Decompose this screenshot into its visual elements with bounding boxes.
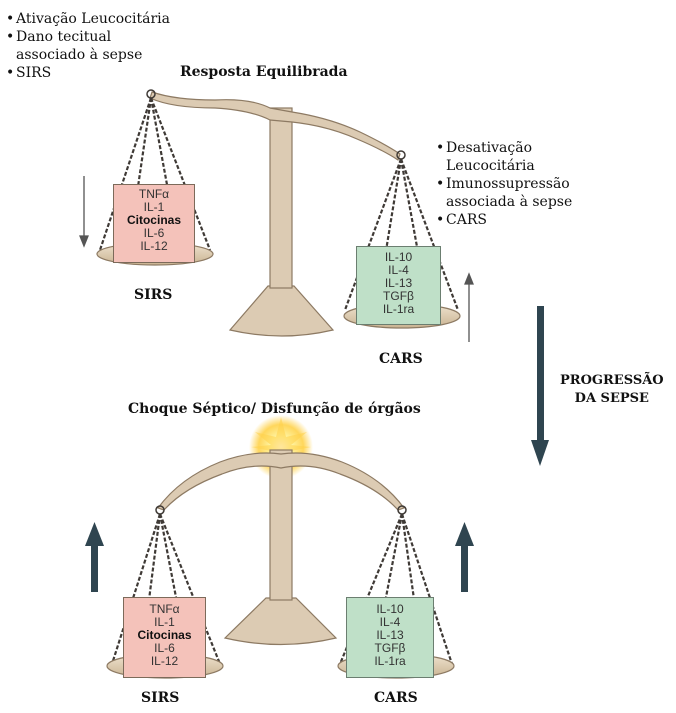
note-item: CARS: [436, 211, 606, 229]
top-sirs-label: SIRS: [134, 287, 172, 303]
progression-label: PROGRESSÃO DA SEPSE: [560, 372, 664, 408]
bottom-title: Choque Séptico/ Disfunção de órgãos: [128, 401, 421, 417]
top-right-up-arrow: [465, 274, 473, 342]
progression-line: PROGRESSÃO: [560, 372, 664, 390]
top-scale-base: [230, 286, 333, 336]
top-cars-label: CARS: [379, 351, 423, 367]
top-cars-cytokine-box: IL-10 IL-4 IL-13 TGFβ IL-1ra: [356, 246, 441, 325]
note-item-continuation: Leucocitária: [436, 157, 606, 175]
note-item: Ativação Leucocitária: [6, 10, 176, 28]
bottom-sirs-label: SIRS: [141, 690, 179, 706]
bottom-left-up-arrow: [85, 522, 104, 592]
bottom-right-up-arrow: [455, 522, 474, 592]
top-left-notes: Ativação Leucocitária Dano tecitual asso…: [6, 10, 176, 82]
top-sirs-cytokine-box: TNFα IL-1 Citocinas IL-6 IL-12: [113, 184, 195, 263]
bottom-scale-base: [225, 598, 336, 645]
note-item: Desativação: [436, 139, 606, 157]
bottom-sirs-cytokine-box: TNFα IL-1 Citocinas IL-6 IL-12: [123, 597, 206, 678]
bottom-cars-cytokine-box: IL-10 IL-4 IL-13 TGFβ IL-1ra: [346, 597, 434, 678]
top-right-notes: Desativação Leucocitária Imunossupressão…: [436, 139, 606, 229]
progression-line: DA SEPSE: [560, 390, 664, 408]
bottom-cars-label: CARS: [374, 690, 418, 706]
top-scale-pillar: [270, 108, 292, 288]
note-item: Dano tecitual: [6, 28, 176, 46]
cytokine: IL-1ra: [357, 303, 440, 316]
note-item: Imunossupressão: [436, 175, 606, 193]
cytokine: IL-12: [114, 240, 194, 253]
note-item-continuation: associada à sepse: [436, 193, 606, 211]
note-item-continuation: associado à sepse: [6, 46, 176, 64]
progression-down-arrow: [531, 306, 549, 466]
bottom-scale-pillar: [270, 450, 292, 600]
top-title: Resposta Equilibrada: [180, 64, 348, 80]
top-left-down-arrow: [80, 176, 88, 246]
cytokine: IL-12: [124, 655, 205, 668]
note-item: SIRS: [6, 64, 176, 82]
cytokine: IL-1ra: [347, 655, 433, 668]
